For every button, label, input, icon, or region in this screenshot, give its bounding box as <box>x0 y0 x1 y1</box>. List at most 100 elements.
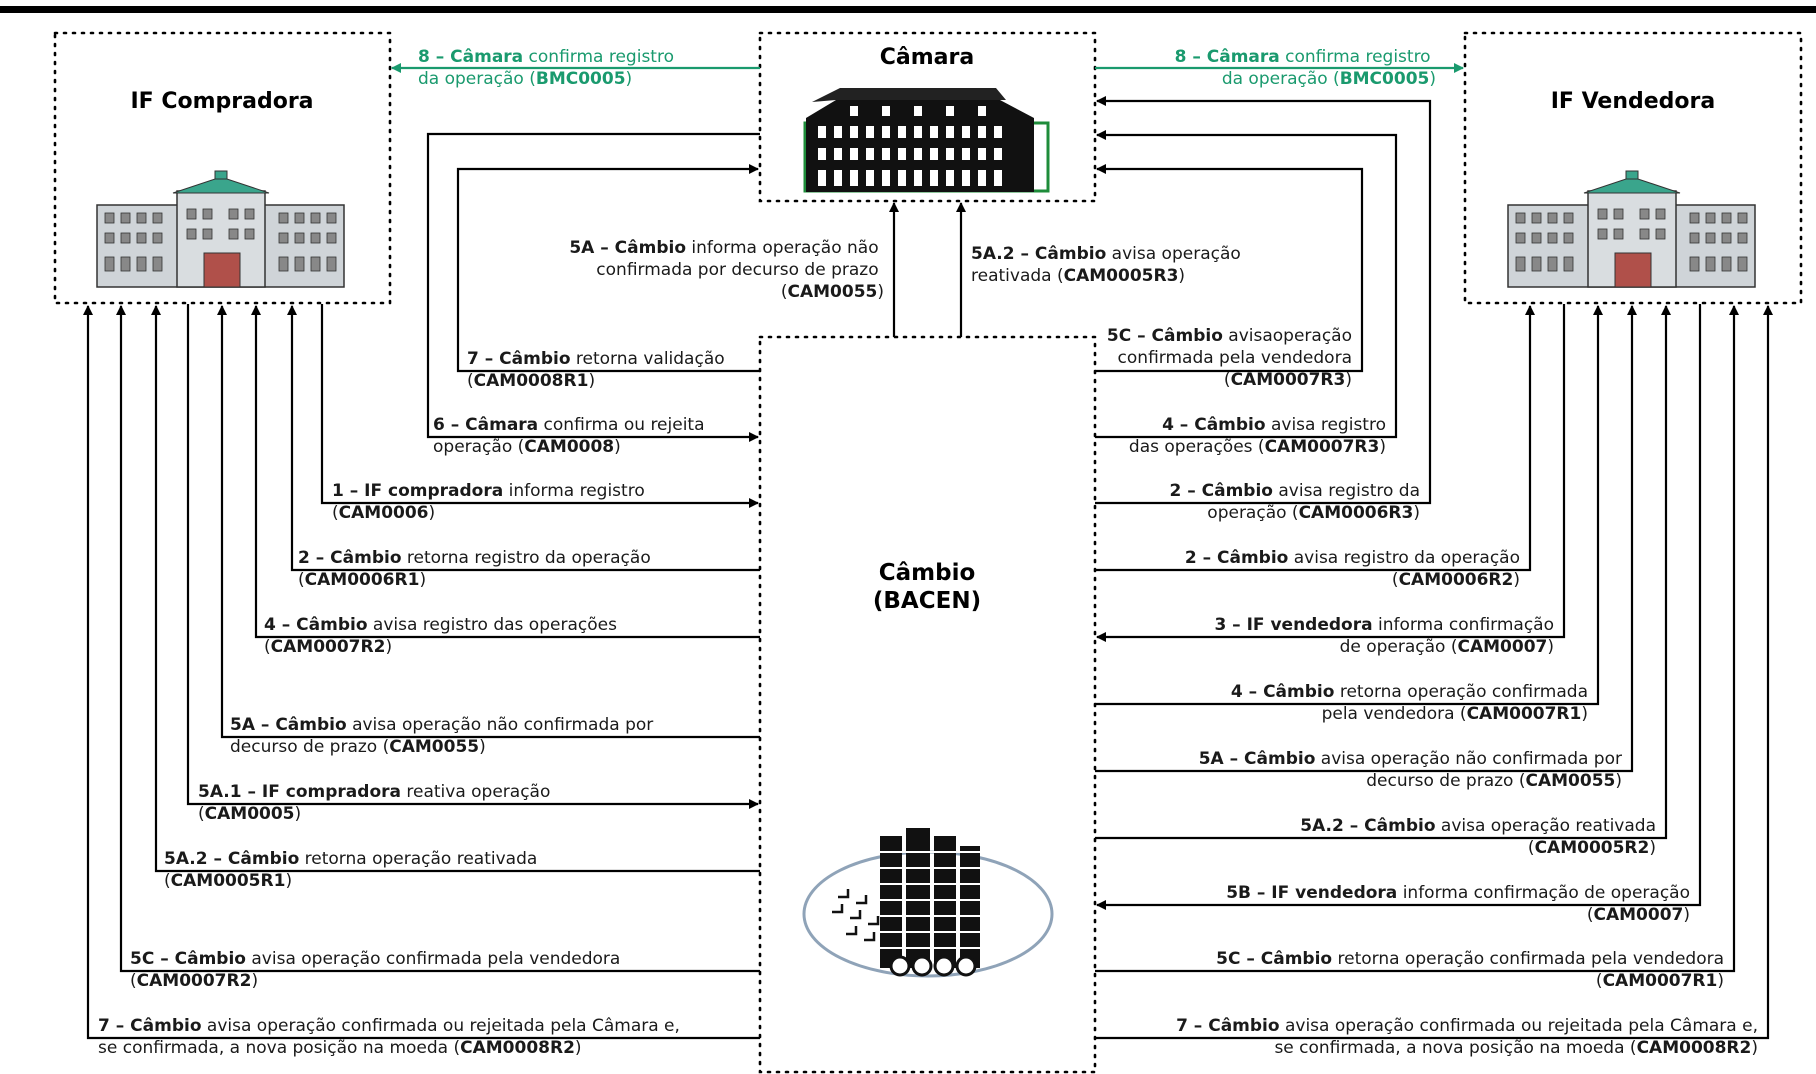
msg-bold: 2 – Câmbio <box>1169 481 1273 501</box>
flow-line-right-5c-chamber <box>1095 164 1364 373</box>
msg-bold: 5A.1 – IF compradora <box>198 782 401 802</box>
msg-text: se confirmada, a nova posição na moeda ( <box>1274 1038 1636 1058</box>
flow-line-left-5a2 <box>151 305 760 873</box>
msg-bold: 5A.2 – Câmbio <box>971 244 1106 264</box>
msg-code: CAM0007 <box>1593 905 1683 925</box>
msg-text: confirma registro <box>523 47 674 67</box>
flow-line-right-4 <box>1095 305 1603 706</box>
left-message-3: 2 – Câmbio retorna registro da operação(… <box>298 548 651 590</box>
msg-code: CAM0005R2 <box>1535 838 1650 858</box>
left-message-6: 5A.1 – IF compradora reativa operação(CA… <box>198 782 550 824</box>
msg-code: BMC0005 <box>1340 69 1430 89</box>
msg-text: ) <box>1581 704 1588 724</box>
flow-line-left-2 <box>287 305 760 572</box>
flow-line-left-1 <box>320 304 759 508</box>
msg-code: CAM0007R2 <box>137 971 252 991</box>
msg-bold: 3 – IF vendedora <box>1214 615 1372 635</box>
left-message-0: 7 – Câmbio retorna validação(CAM0008R1) <box>467 349 725 391</box>
msg-text: ) <box>575 1038 582 1058</box>
msg-bold: 8 – Câmara <box>1175 47 1280 67</box>
msg-text: se confirmada, a nova posição na moeda ( <box>98 1038 460 1058</box>
msg-text: avisa operação não confirmada por <box>1315 749 1622 769</box>
msg-text: ( <box>198 804 205 824</box>
msg-bold: 4 – Câmbio <box>264 615 368 635</box>
msg-bold: 7 – Câmbio <box>467 349 571 369</box>
msg-text: avisaoperação <box>1223 326 1352 346</box>
flow-line-left-6 <box>426 132 760 442</box>
msg-code: CAM0006R3 <box>1299 503 1414 523</box>
msg-text: retorna validação <box>571 349 725 369</box>
flow-line-left-5a1 <box>186 304 759 809</box>
msg-text: ) <box>1649 838 1656 858</box>
msg-code: CAM0055 <box>1525 771 1615 791</box>
msg-text: confirmada por decurso de prazo <box>596 260 878 280</box>
flow-line-left-5a <box>217 305 760 739</box>
right-message-7: 5A.2 – Câmbio avisa operação reativada(C… <box>1300 816 1656 858</box>
msg-text: ) <box>1178 266 1185 286</box>
msg-text: das operações ( <box>1129 437 1265 457</box>
left-message-2: 1 – IF compradora informa registro(CAM00… <box>332 481 645 523</box>
msg-text: da operação ( <box>418 69 536 89</box>
msg-bold: 5A – Câmbio <box>569 238 686 258</box>
msg-text: decurso de prazo ( <box>1366 771 1525 791</box>
msg-5a-center: 5A – Câmbio informa operação não confirm… <box>569 238 884 302</box>
msg-8-seller: 8 – Câmara confirma registro da operação… <box>1175 47 1436 89</box>
msg-code: CAM0055 <box>389 737 479 757</box>
flow-line-left-5c <box>116 305 760 973</box>
exchange-title-line2: (BACEN) <box>873 588 981 614</box>
msg-text: ) <box>479 737 486 757</box>
msg-text: pela vendedora ( <box>1322 704 1467 724</box>
msg-code: CAM0006R2 <box>1399 570 1514 590</box>
msg-text: ) <box>614 437 621 457</box>
msg-text: ) <box>1751 1038 1758 1058</box>
msg-code: CAM0007R3 <box>1265 437 1380 457</box>
flow-line-right-4-chamber <box>1095 130 1398 439</box>
bank-building-icon <box>96 170 345 288</box>
flow-line-right-7 <box>1095 305 1773 1040</box>
msg-text: ) <box>251 971 258 991</box>
msg-text: avisa operação reativada <box>1436 816 1656 836</box>
left-message-7: 5A.2 – Câmbio retorna operação reativada… <box>164 849 537 891</box>
msg-code: CAM0008R1 <box>474 371 589 391</box>
msg-text: avisa operação confirmada ou rejeitada p… <box>202 1016 680 1036</box>
left-message-labels: 7 – Câmbio retorna validação(CAM0008R1)6… <box>98 349 725 1058</box>
msg-text: ) <box>1413 503 1420 523</box>
msg-code: CAM0055 <box>787 282 877 302</box>
msg-text: ) <box>285 871 292 891</box>
msg-text: reativada ( <box>971 266 1064 286</box>
msg-8-buyer: 8 – Câmara confirma registro da operação… <box>418 47 679 89</box>
msg-text: avisa registro das operações <box>368 615 618 635</box>
msg-bold: 2 – Câmbio <box>1185 548 1289 568</box>
flow-line-left-7-validation <box>456 164 760 373</box>
chamber-title: Câmara <box>880 45 974 70</box>
msg-text: avisa operação confirmada pela vendedora <box>246 949 620 969</box>
msg-text: ) <box>1429 69 1436 89</box>
msg-text: reativa operação <box>401 782 550 802</box>
left-message-8: 5C – Câmbio avisa operação confirmada pe… <box>130 949 620 991</box>
msg-text: de operação ( <box>1340 637 1458 657</box>
msg-text: operação ( <box>433 437 524 457</box>
msg-bold: 5A.2 – Câmbio <box>164 849 299 869</box>
msg-bold: 5B – IF vendedora <box>1226 883 1397 903</box>
msg-code: CAM0006R1 <box>305 570 420 590</box>
chamber-building-icon <box>803 88 1050 193</box>
msg-code: CAM0006 <box>339 503 429 523</box>
msg-code: CAM0007R1 <box>1467 704 1582 724</box>
right-message-8: 5B – IF vendedora informa confirmação de… <box>1226 883 1690 925</box>
msg-text: ) <box>385 637 392 657</box>
msg-bold: 5A – Câmbio <box>1199 749 1316 769</box>
msg-code: CAM0005R1 <box>171 871 286 891</box>
msg-text: avisa registro da <box>1273 481 1420 501</box>
msg-text: operação ( <box>1207 503 1298 523</box>
msg-bold: 5C – Câmbio <box>130 949 246 969</box>
msg-bold: 4 – Câmbio <box>1162 415 1266 435</box>
left-message-4: 4 – Câmbio avisa registro das operações(… <box>264 615 617 657</box>
msg-bold: 1 – IF compradora <box>332 481 503 501</box>
left-message-5: 5A – Câmbio avisa operação não confirmad… <box>230 715 653 757</box>
msg-text: confirma registro <box>1280 47 1431 67</box>
msg-text: ( <box>164 871 171 891</box>
msg-text: ( <box>1587 905 1594 925</box>
